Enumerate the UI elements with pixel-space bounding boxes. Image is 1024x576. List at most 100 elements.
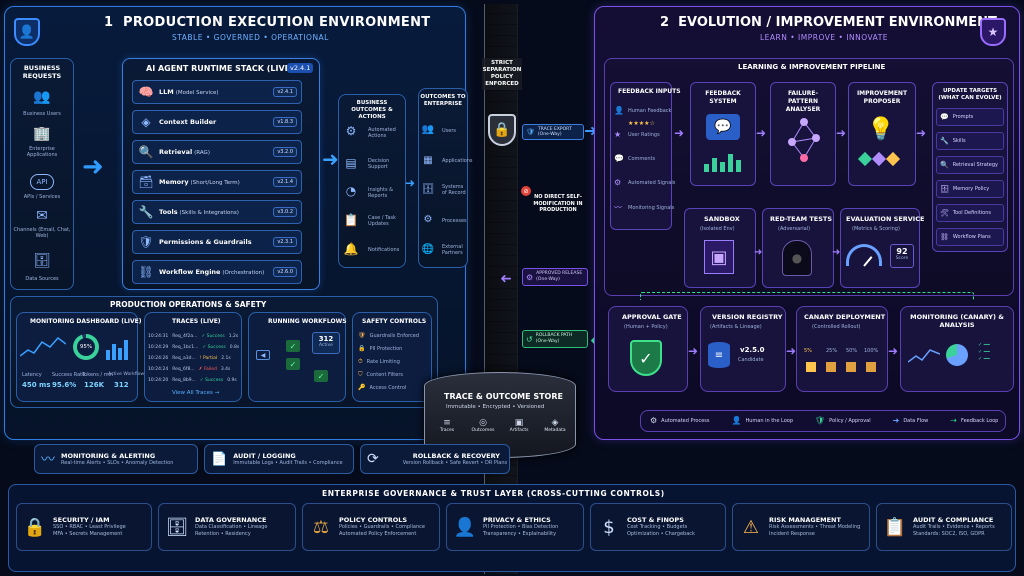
heartbeat-icon: 〰 [41, 452, 55, 468]
stack-row-memory[interactable]: 🗃Memory (Short/Long Term)v2.1.4 [132, 170, 302, 194]
governance-item-title: DATA GOVERNANCE [195, 516, 267, 524]
metric-workflows-value: 312 [114, 381, 129, 389]
stack-context-version: v1.8.3 [273, 117, 297, 127]
traces-panel[interactable] [144, 312, 242, 402]
running-workflows-panel[interactable] [248, 312, 346, 402]
cube-icon: ▣ [704, 240, 734, 274]
stack-llm-version: v2.4.1 [273, 87, 297, 97]
check-node-icon-3: ✓ [314, 370, 328, 382]
failure-analyser-box[interactable] [770, 82, 836, 186]
refresh-icon: ⟳ [367, 451, 379, 467]
arrow-requests-to-stack: ➜ [82, 152, 104, 182]
update-target-label: Tool Definitions [952, 210, 992, 216]
database-icon: 🗄 [33, 253, 51, 269]
feedback-input-label: Comments [628, 155, 656, 162]
outcome-notifications: Notifications [368, 247, 400, 253]
legend-label: Policy / Approval [829, 417, 871, 424]
wrench-icon: 🔧 [138, 205, 154, 219]
req-data-sources: Data Sources [25, 276, 59, 282]
safety-item: 🔑Access Control [358, 384, 406, 391]
runtime-stack-version: v2.4.1 [287, 63, 314, 73]
stack-row-workflow[interactable]: ⛓Workflow Engine (Orchestration)v2.6.0 [132, 260, 302, 284]
governance-item-title: SECURITY / IAM [53, 516, 110, 524]
update-target-label: Retrieval Strategy [952, 162, 998, 168]
rollback-recovery-desc: Version Rollback • Safe Revert • DR Plan… [402, 460, 508, 466]
legend-icon: ⇢ [950, 416, 957, 425]
enterprise-partners: External Partners [442, 244, 463, 256]
stack-memory-detail: (Short/Long Term) [190, 180, 240, 186]
feedback-input-icon: 💬 [614, 154, 624, 163]
update-target-item[interactable]: 🔍Retrieval Strategy [936, 156, 1004, 174]
stack-row-retrieval[interactable]: 🔍Retrieval (RAG)v3.2.0 [132, 140, 302, 164]
update-target-item[interactable]: 🛠Tool Definitions [936, 204, 1004, 222]
clipboard-icon: 📋 [343, 213, 359, 227]
stack-llm-name: LLM [159, 88, 174, 96]
feedback-inputs-title: FEEDBACK INPUTS [618, 88, 681, 95]
audit-logging-title: AUDIT / LOGGING [233, 452, 296, 460]
update-target-item[interactable]: 💬Prompts [936, 108, 1004, 126]
version-registry-box[interactable] [700, 306, 786, 392]
view-all-traces-link[interactable]: View All Traces → [172, 390, 220, 396]
governance-icon: 🗄 [165, 516, 189, 538]
production-title: 1 PRODUCTION EXECUTION ENVIRONMENT [104, 15, 431, 30]
hooded-figure-icon: ● [782, 240, 812, 276]
governance-item-title: PRIVACY & ETHICS [483, 516, 551, 524]
safety-icon: 🔒 [358, 345, 366, 352]
stack-llm-detail: (Model Service) [175, 90, 219, 96]
req-apis: APIs / Services [23, 194, 61, 200]
bell-icon: 🔔 [343, 242, 359, 256]
stack-permissions-name: Permissions & Guardrails [159, 238, 252, 246]
store-items: ≡Traces◎Outcomes▣Artifacts◈Metadata [434, 418, 568, 433]
update-target-icon: 💬 [940, 113, 949, 121]
runtime-stack-title: AI AGENT RUNTIME STACK (LIVE) [146, 64, 294, 73]
legend-item: ⇢Feedback Loop [950, 416, 998, 425]
trace-status: ✓ Success [202, 345, 226, 350]
improvement-proposer-box[interactable] [848, 82, 916, 186]
update-target-item[interactable]: ⛓Workflow Plans [936, 228, 1004, 246]
canary-step-100: 100% [864, 348, 879, 354]
update-target-item[interactable]: 🗄Memory Policy [936, 180, 1004, 198]
governance-item-desc2: Optimization • Chargeback [627, 531, 695, 537]
sandbox-box[interactable] [684, 208, 756, 288]
safety-label: Guardrails Enforced [369, 332, 420, 339]
update-target-label: Skills [952, 138, 966, 144]
canary-box[interactable] [796, 306, 888, 392]
dashboard-bars [106, 336, 132, 360]
legend-item: 👤Human in the Loop [731, 416, 793, 425]
governance-icon: $ [603, 516, 615, 538]
safety-controls-panel[interactable] [352, 312, 432, 402]
approval-gate-title: APPROVAL GATE [622, 313, 682, 321]
governance-item-title: COST & FINOPS [627, 516, 684, 524]
governance-item-desc1: Risk Assessments • Threat Modeling [769, 524, 861, 530]
update-target-item[interactable]: 🔧Skills [936, 132, 1004, 150]
metric-tokens-label: Tokens / min [82, 372, 114, 378]
failure-analyser-title: FAILURE-PATTERN ANALYSER [785, 90, 821, 113]
canary-boxes [806, 362, 876, 372]
safety-icon: ⏱ [358, 358, 363, 365]
stack-row-llm[interactable]: 🧠LLM (Model Service)v2.4.1 [132, 80, 302, 104]
stack-row-tools[interactable]: 🔧Tools (Skills & Integrations)v3.0.2 [132, 200, 302, 224]
gear-icon: ⚙ [345, 124, 357, 138]
arrow-proposer-to-targets: ➜ [916, 126, 927, 140]
monitoring-alerting-desc: Real-time Alerts • SLOs • Anomaly Detect… [61, 460, 174, 466]
trace-status: ! Partial [199, 356, 218, 361]
